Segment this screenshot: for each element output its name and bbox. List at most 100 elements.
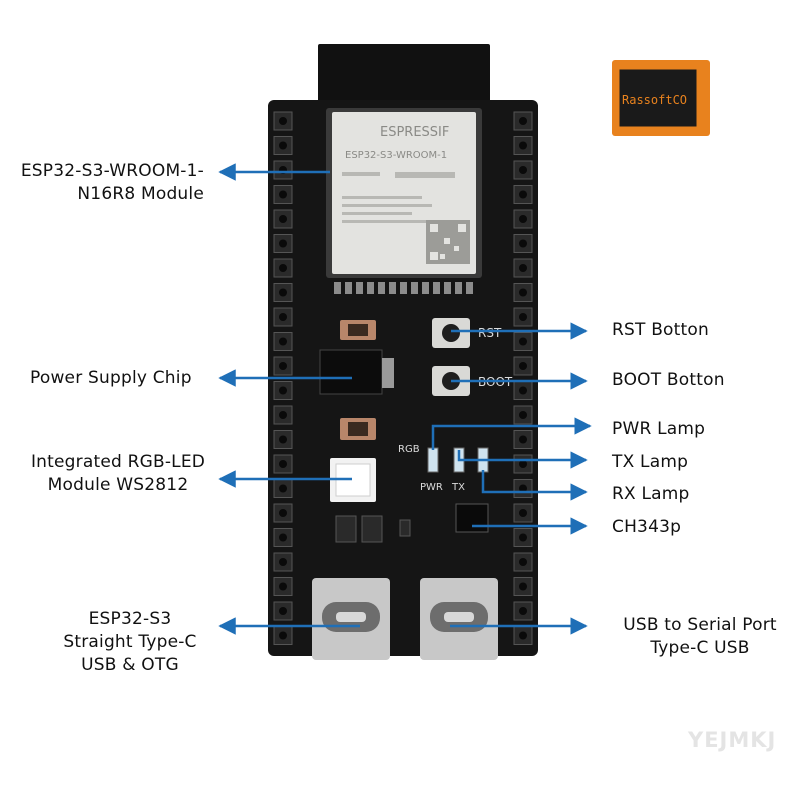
header-pin-hole — [279, 631, 287, 640]
header-pin-hole — [279, 386, 287, 395]
label-usb-serial-line-1: USB to Serial Port — [623, 615, 777, 635]
header-pin-hole — [279, 362, 287, 370]
header-pin-hole — [519, 484, 527, 493]
capacitor-top-body — [348, 324, 368, 336]
label-pwr-lamp: PWR Lamp — [612, 418, 705, 441]
header-pin-hole — [519, 264, 527, 272]
label-power-chip: Power Supply Chip — [30, 367, 192, 390]
header-pin-hole — [279, 313, 287, 321]
tx-silkscreen: TX — [451, 482, 465, 493]
header-pin-hole — [279, 558, 287, 566]
label-ch343p-line-1: CH343p — [612, 517, 682, 537]
header-pin-hole — [519, 362, 527, 370]
header-pin-hole — [519, 117, 527, 125]
label-module-line-1: ESP32-S3-WROOM-1- — [20, 161, 204, 181]
header-pin-hole — [519, 386, 527, 395]
header-pin-hole — [279, 264, 287, 272]
header-pin-hole — [279, 215, 287, 223]
header-pin-hole — [519, 509, 527, 517]
module-pad — [400, 282, 407, 294]
label-usb-serial: USB to Serial Port Type-C USB — [600, 614, 800, 660]
arrow-rx-lamp — [481, 470, 588, 501]
header-pin-hole — [279, 190, 287, 199]
header-pin-hole — [519, 533, 527, 542]
module-pad — [422, 282, 429, 294]
watermark: YEJMKJ — [688, 728, 777, 752]
label-pwr-lamp-line-1: PWR Lamp — [612, 419, 706, 439]
module-brand-text: ESPRESSIF — [380, 125, 449, 140]
label-usb-otg-line-3: USB & OTG — [81, 655, 179, 675]
header-pin-hole — [519, 239, 527, 248]
header-pin-hole — [279, 460, 287, 468]
label-power-chip-line-1: Power Supply Chip — [30, 368, 192, 388]
label-module-line-2: N16R8 Module — [77, 184, 204, 204]
label-usb-otg: ESP32-S3 Straight Type-C USB & OTG — [30, 608, 230, 677]
power-chip-tab — [382, 358, 394, 388]
header-pin-hole — [519, 558, 527, 566]
module-pad — [367, 282, 374, 294]
module-pad — [378, 282, 385, 294]
rgb-silkscreen: RGB — [398, 444, 420, 455]
header-pin-hole — [279, 117, 287, 125]
header-pin-hole — [519, 313, 527, 321]
label-rst: RST Botton — [612, 319, 709, 342]
module-pad — [455, 282, 462, 294]
header-pin-hole — [279, 509, 287, 517]
header-pin-hole — [519, 166, 527, 174]
arrow-tx-lamp — [457, 450, 588, 469]
pwr-silkscreen: PWR — [420, 482, 443, 493]
capacitor-bottom-body — [348, 422, 368, 436]
module-pads — [334, 282, 473, 294]
module-pad — [466, 282, 473, 294]
header-pin-hole — [279, 533, 287, 542]
power-supply-chip — [319, 349, 383, 395]
header-pin-hole — [279, 484, 287, 493]
module-fine-print — [342, 172, 455, 223]
left-pin-header — [273, 111, 293, 645]
header-pin-hole — [279, 239, 287, 248]
label-rx-lamp: RX Lamp — [612, 483, 690, 506]
label-tx-lamp: TX Lamp — [612, 451, 688, 474]
module-pad — [334, 282, 341, 294]
header-pin-hole — [519, 435, 527, 444]
header-pin-hole — [519, 411, 527, 419]
antenna-area — [318, 44, 490, 106]
header-pin-hole — [279, 141, 287, 150]
label-ch343p: CH343p — [612, 516, 681, 539]
callout-arrows — [218, 163, 592, 635]
header-pin-hole — [279, 411, 287, 419]
header-pin-hole — [519, 631, 527, 640]
label-usb-serial-line-2: Type-C USB — [650, 638, 750, 658]
smd-components — [335, 515, 411, 543]
header-pin-hole — [519, 460, 527, 468]
label-boot-line-1: BOOT Botton — [612, 370, 725, 390]
header-pin-hole — [519, 288, 527, 297]
label-rgb-led-line-1: Integrated RGB-LED — [30, 452, 206, 472]
label-rgb-led: Integrated RGB-LED Module WS2812 — [12, 451, 224, 497]
header-pin-hole — [519, 582, 527, 591]
pwr-lamp — [427, 447, 439, 473]
header-pin-hole — [519, 215, 527, 223]
right-pin-header — [513, 111, 533, 645]
label-rst-line-1: RST Botton — [612, 320, 709, 340]
header-pin-hole — [519, 607, 527, 615]
label-rx-lamp-line-1: RX Lamp — [612, 484, 690, 504]
header-pin-hole — [279, 288, 287, 297]
usb-c-otg-connector — [312, 578, 390, 660]
module-pad — [411, 282, 418, 294]
header-pin-hole — [279, 582, 287, 591]
module-pad — [389, 282, 396, 294]
module-pad — [433, 282, 440, 294]
module-model-text: ESP32-S3-WROOM-1 — [345, 150, 447, 161]
rassoftco-logo: RassoftCO — [612, 60, 710, 136]
label-tx-lamp-line-1: TX Lamp — [612, 452, 689, 472]
module-pad — [345, 282, 352, 294]
header-pin-hole — [279, 337, 287, 346]
rst-button-cap — [442, 324, 460, 342]
module-qr-pattern — [430, 224, 466, 260]
header-pin-hole — [519, 190, 527, 199]
ch343p-chip — [455, 503, 489, 533]
logo-text: RassoftCO — [622, 93, 687, 107]
